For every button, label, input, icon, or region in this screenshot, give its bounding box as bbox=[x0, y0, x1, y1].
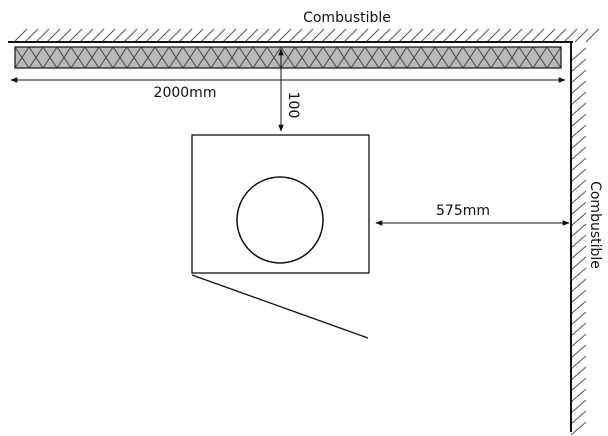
right-combustible-wall bbox=[570, 41, 587, 436]
door-swing-line bbox=[191, 274, 369, 339]
top-combustible-wall bbox=[8, 28, 600, 43]
top-wall-label: Combustible bbox=[303, 10, 391, 26]
width-dimension-label: 2000mm bbox=[154, 85, 217, 101]
top-clearance-label: 100 bbox=[285, 92, 301, 119]
appliance bbox=[191, 134, 370, 339]
insulation-strip bbox=[14, 46, 562, 69]
appliance-body bbox=[191, 134, 370, 274]
flue-circle bbox=[236, 176, 324, 264]
right-wall-label: Combustible bbox=[587, 181, 603, 269]
side-clearance-label: 575mm bbox=[436, 203, 490, 219]
